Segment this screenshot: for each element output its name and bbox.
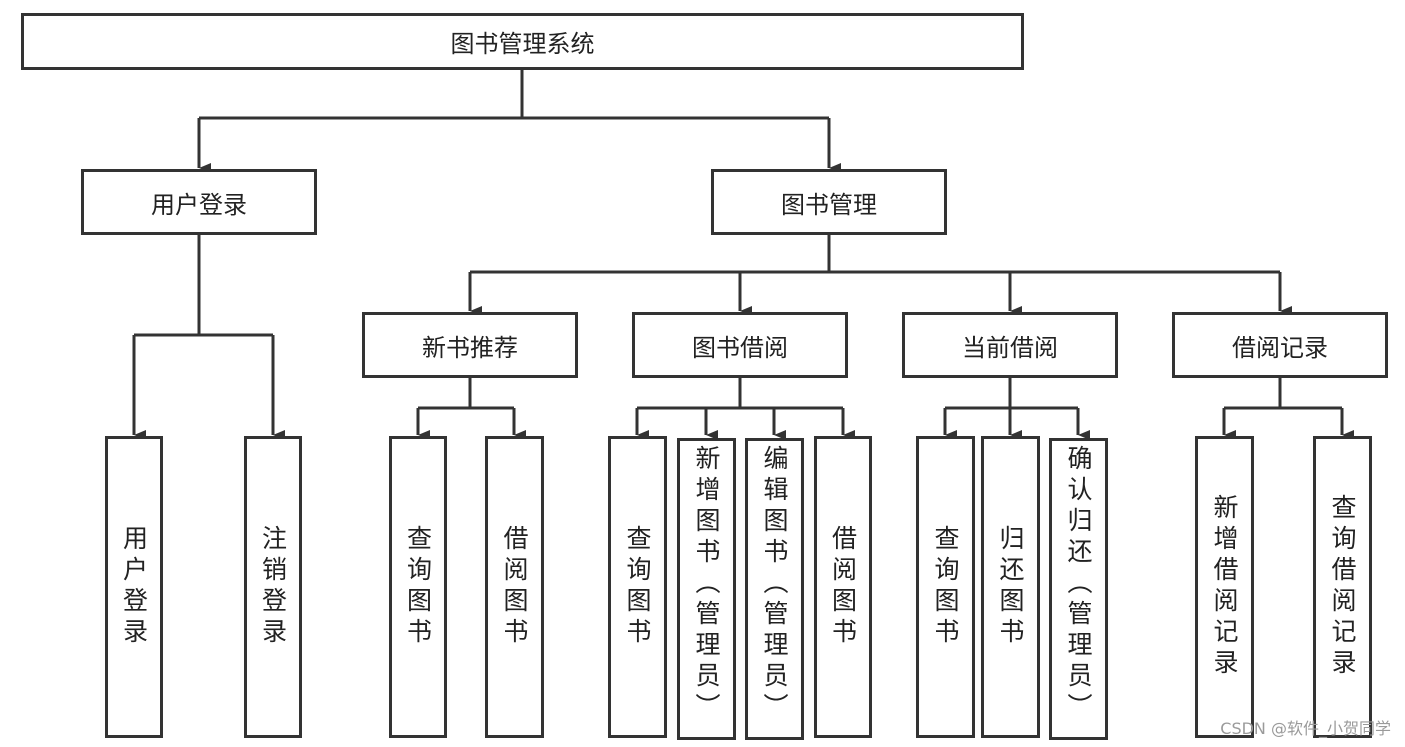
node-borrow-records: 借阅记录 xyxy=(1172,312,1388,378)
leaf-borrow-books: 借阅图书 xyxy=(485,436,544,738)
leaf-query-books: 查询图书 xyxy=(608,436,667,738)
node-label: 用户登录 xyxy=(151,190,247,219)
node-new-books: 新书推荐 xyxy=(362,312,578,378)
leaf-query-books: 查询图书 xyxy=(916,436,975,738)
leaf-label: 注销登录 xyxy=(258,525,288,649)
watermark: CSDN @软件_小贺同学 xyxy=(1220,719,1391,738)
leaf-label: 借阅图书 xyxy=(828,525,858,649)
node-label: 图书借阅 xyxy=(692,333,788,362)
leaf-query-books: 查询图书 xyxy=(389,436,447,738)
connector-borrow xyxy=(637,377,843,410)
node-label: 图书管理 xyxy=(781,190,877,219)
leaf-return-books: 归还图书 xyxy=(981,436,1040,738)
node-label: 当前借阅 xyxy=(962,333,1058,362)
leaf-label: 查询借阅记录 xyxy=(1328,494,1357,680)
node-label: 新书推荐 xyxy=(422,333,518,362)
node-current-borrow: 当前借阅 xyxy=(902,312,1118,378)
root-label: 图书管理系统 xyxy=(450,30,595,58)
leaf-label: 查询图书 xyxy=(623,525,652,649)
connector-new xyxy=(418,377,514,410)
connector-current xyxy=(945,377,1078,410)
leaf-confirm-return: 确认归还（管理员） xyxy=(1049,438,1108,740)
leaf-query-records: 查询借阅记录 xyxy=(1313,436,1372,738)
leaf-label: 新增图书（管理员） xyxy=(692,445,721,724)
leaf-label: 借阅图书 xyxy=(500,525,529,649)
leaf-user-login: 用户登录 xyxy=(105,436,163,738)
root-node: 图书管理系统 xyxy=(21,13,1024,70)
leaf-label: 编辑图书（管理员） xyxy=(760,445,789,724)
leaf-label: 新增借阅记录 xyxy=(1210,494,1239,680)
connector-manage xyxy=(470,234,1280,274)
leaf-logout: 注销登录 xyxy=(244,436,302,738)
leaf-borrow-books: 借阅图书 xyxy=(814,436,872,738)
leaf-edit-book: 编辑图书（管理员） xyxy=(745,438,804,740)
node-book-borrow: 图书借阅 xyxy=(632,312,848,378)
connector-user xyxy=(134,234,273,337)
leaf-label: 归还图书 xyxy=(996,525,1025,649)
leaf-label: 用户登录 xyxy=(119,525,149,649)
leaf-add-record: 新增借阅记录 xyxy=(1195,436,1254,738)
node-user-login: 用户登录 xyxy=(81,169,317,235)
node-book-management: 图书管理 xyxy=(711,169,947,235)
leaf-label: 确认归还（管理员） xyxy=(1064,445,1093,724)
leaf-label: 查询图书 xyxy=(403,525,433,649)
leaf-label: 查询图书 xyxy=(931,525,960,649)
node-label: 借阅记录 xyxy=(1232,333,1328,362)
connector-root xyxy=(199,68,829,120)
leaf-add-book: 新增图书（管理员） xyxy=(677,438,736,740)
connector-records xyxy=(1224,377,1342,410)
